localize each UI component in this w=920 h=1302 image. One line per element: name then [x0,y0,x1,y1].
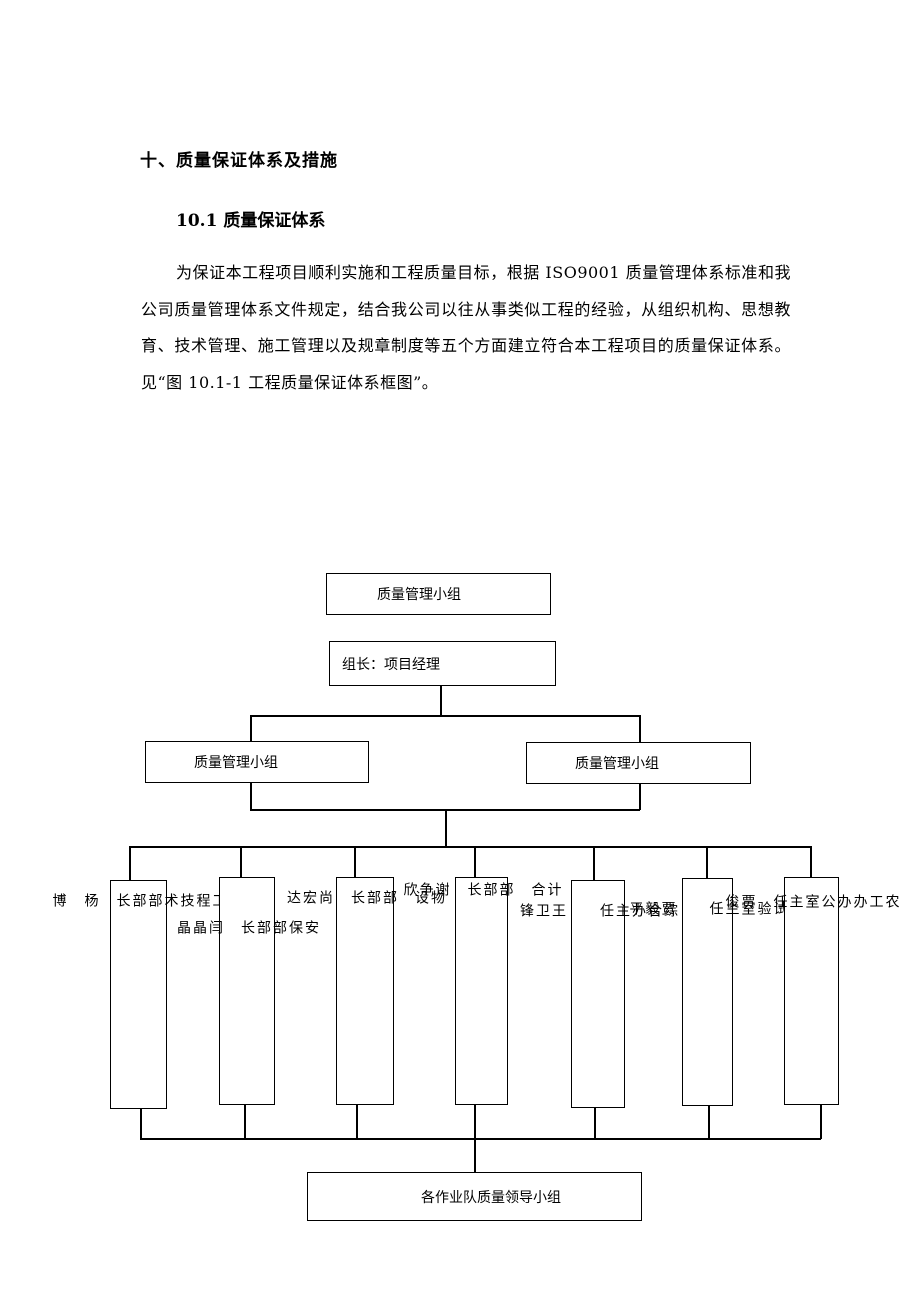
right-group-box: 质量管理小组 [526,742,751,784]
connector [810,846,812,878]
bottom-box-label: 各作业队质量领导小组 [421,1189,561,1206]
connector [474,846,476,878]
connector [440,686,442,715]
left-group-box: 质量管理小组 [145,741,369,783]
department-box: 计 合 部 部 长 谢 争 欣 [402,877,562,1105]
connector [594,1107,596,1139]
connector [639,715,641,742]
department-label: 安 保 部 部 长 闫 晶 晶 [175,920,319,934]
department-box: 物 设 部 部 长 尚 宏 达 [285,877,445,1105]
connector [708,1105,710,1139]
section-heading: 十、质量保证体系及措施 [140,151,338,171]
department-box: 试 验 室 主 任 贾 毅 平 [628,878,788,1106]
connector [140,1138,821,1140]
connector [474,1138,476,1173]
subsection-heading: 10.1 质量保证体系 [176,211,326,231]
connector [820,1104,822,1139]
connector [140,1108,142,1139]
connector [129,846,131,881]
connector [706,846,708,879]
bottom-box: 各作业队质量领导小组 [307,1172,642,1221]
department-box: 工 程 技 术 部 部 长 杨 博 [51,880,227,1109]
department-label: 农 工 办 办 公 室 主 任 贾 俊 [723,894,900,908]
department-label: 综 合 办 主 任 王 卫 锋 [518,903,678,917]
connector [250,715,640,717]
connector [244,1104,246,1139]
leader-box: 组长：项目经理 [329,641,556,686]
connector [240,846,242,878]
leader-box-label: 组长：项目经理 [342,656,440,673]
connector [129,846,811,848]
right-group-label: 质量管理小组 [575,756,659,772]
department-label: 试 验 室 主 任 贾 毅 平 [627,901,788,915]
connector [639,784,641,810]
connector [354,846,356,878]
connector [250,783,252,810]
connector [250,715,252,741]
top-box: 质量管理小组 [326,573,551,615]
top-box-label: 质量管理小组 [377,587,461,603]
body-paragraph: 为保证本工程项目顺利实施和工程质量目标，根据 ISO9001 质量管理体系标准和… [141,263,791,392]
connector [474,1104,476,1139]
department-box: 农 工 办 办 公 室 主 任 贾 俊 [724,877,900,1105]
department-label: 物 设 部 部 长 尚 宏 达 [285,890,445,904]
department-label: 计 合 部 部 长 谢 争 欣 [401,882,562,896]
connector [445,809,447,847]
department-box: 综 合 办 主 任 王 卫 锋 [518,880,678,1108]
connector [593,846,595,881]
department-label: 工 程 技 术 部 部 长 杨 博 [50,893,227,907]
connector [356,1104,358,1139]
left-group-label: 质量管理小组 [194,755,278,771]
department-box: 安 保 部 部 长 闫 晶 晶 [175,877,319,1105]
